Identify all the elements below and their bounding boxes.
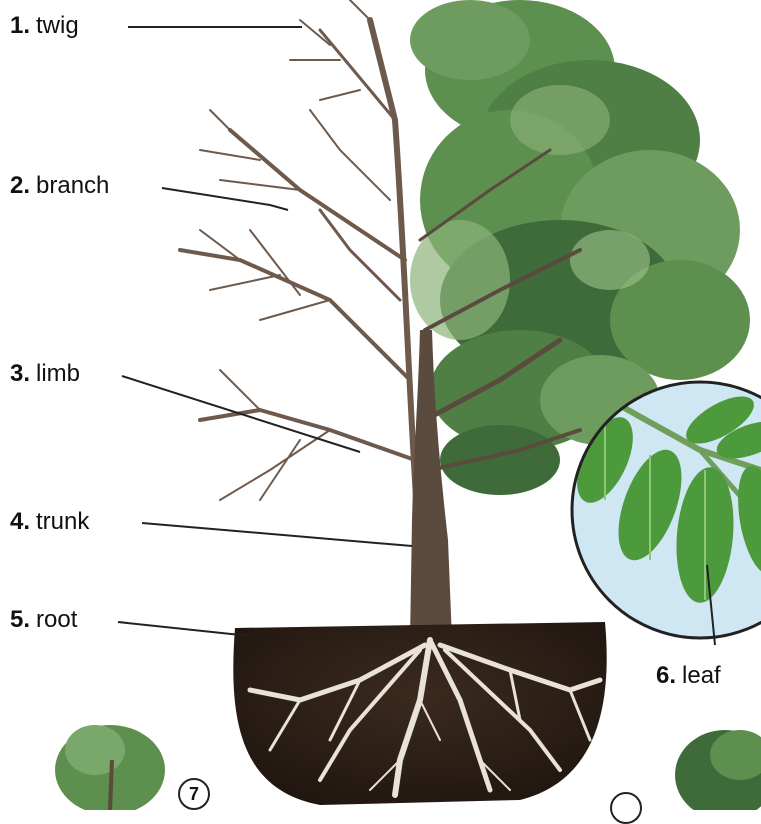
badge-7: 7 (178, 778, 210, 810)
badge-8 (610, 792, 642, 824)
label-trunk: 4.trunk (10, 508, 89, 536)
small-tree-8 (675, 730, 761, 810)
label-limb: 3.limb (10, 360, 80, 388)
small-tree-7 (55, 725, 165, 810)
label-root: 5.root (10, 606, 77, 634)
bare-branches (180, 0, 420, 560)
label-branch: 2.branch (10, 172, 109, 200)
label-twig: 1.twig (10, 12, 79, 40)
label-leaf: 6.leaf (656, 662, 721, 690)
